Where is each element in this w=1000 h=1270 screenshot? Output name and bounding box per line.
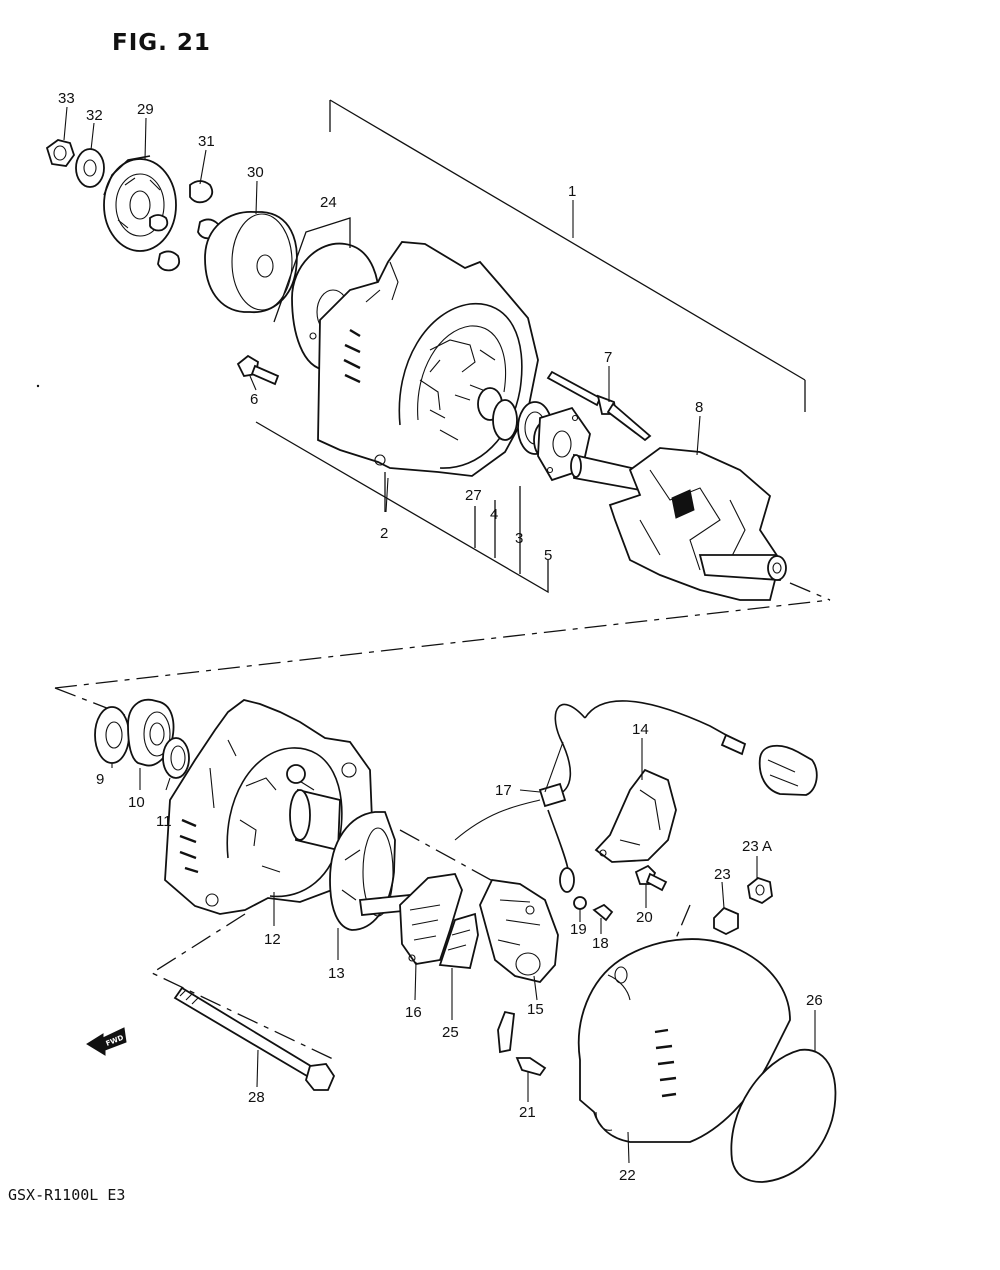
part-17-wire-lead [454, 700, 818, 893]
part-29-coupling [103, 155, 177, 252]
callout-33: 33 [58, 90, 75, 107]
section-divider-return [54, 687, 131, 718]
callout-3: 3 [515, 530, 523, 547]
callout-5: 5 [544, 547, 552, 564]
figure-title: FIG. 21 [112, 30, 211, 56]
callout-10: 10 [128, 794, 145, 811]
callout-13: 13 [328, 965, 345, 982]
part-12-rear-housing [164, 699, 373, 915]
callout-2: 2 [380, 525, 388, 542]
callout-14: 14 [632, 721, 649, 738]
part-31-dampers [149, 180, 221, 272]
part-19-washer [573, 896, 587, 910]
part-11-ring [162, 737, 190, 779]
callout-labels: 33 32 29 31 30 24 1 7 8 6 27 4 3 5 2 9 1… [58, 90, 823, 1184]
callout-27: 27 [465, 487, 482, 504]
part-32-washer [75, 148, 105, 188]
part-28-through-bolt [173, 986, 336, 1091]
part-9-washer [94, 706, 130, 764]
callout-8: 8 [695, 399, 703, 416]
callout-6: 6 [250, 391, 258, 408]
part-14-terminal [594, 768, 677, 863]
callout-26: 26 [806, 992, 823, 1009]
callout-12: 12 [264, 931, 281, 948]
part-26-end-cap [730, 1048, 837, 1183]
callout-23: 23 [714, 866, 731, 883]
callout-11: 11 [156, 813, 172, 830]
part-23-nut [713, 906, 739, 936]
callout-24: 24 [320, 194, 337, 211]
callout-9: 9 [96, 771, 104, 788]
callout-25: 25 [442, 1024, 459, 1041]
part-2-front-housing [317, 241, 539, 477]
assembly-bracket-1 [329, 99, 806, 412]
callout-4: 4 [490, 506, 498, 523]
part-22-rear-cover [577, 938, 791, 1143]
callout-19: 19 [570, 921, 587, 938]
callout-31: 31 [198, 133, 215, 150]
section-divider-end [789, 582, 831, 601]
fwd-arrow-icon: FWD [86, 1027, 127, 1056]
callout-17: 17 [495, 782, 512, 799]
callout-18: 18 [592, 935, 609, 952]
assembly-bracket-lower [255, 421, 549, 594]
part-18-screw [592, 903, 614, 922]
part-25-insulator [438, 912, 479, 969]
part-7-stud [546, 370, 652, 442]
callout-16: 16 [405, 1004, 422, 1021]
callout-29: 29 [137, 101, 154, 118]
callout-7: 7 [604, 349, 612, 366]
callout-22: 22 [619, 1167, 636, 1184]
part-33-nut [45, 139, 76, 167]
part-23a-nut [747, 876, 773, 905]
callout-21: 21 [519, 1104, 536, 1121]
part-6-bolt [236, 354, 280, 386]
part-16-brush-holder [358, 873, 463, 965]
callout-15: 15 [527, 1001, 544, 1018]
scan-dot [36, 384, 40, 388]
callout-30: 30 [247, 164, 264, 181]
callout-20: 20 [636, 909, 653, 926]
callout-23a: 23 A [742, 838, 772, 855]
callout-28: 28 [248, 1089, 265, 1106]
part-20-bolt [634, 864, 668, 892]
part-27-ring [492, 399, 518, 441]
part-15-regulator [479, 879, 559, 984]
section-divider-line [54, 599, 831, 689]
part-21-screw [497, 1010, 547, 1077]
part-30-pulley [204, 211, 298, 313]
regulator-centerline [399, 829, 501, 886]
callout-32: 32 [86, 107, 103, 124]
callout-1: 1 [568, 183, 576, 200]
model-code: GSX-R1100L E3 [8, 1186, 125, 1204]
leader-lines [63, 106, 816, 1164]
part-8-rotor [570, 447, 787, 601]
